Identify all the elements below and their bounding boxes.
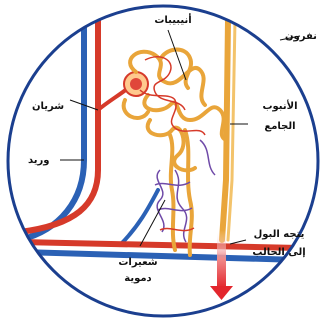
label-collecting-duct-line1: الأنبوب [250, 100, 310, 113]
label-capillaries-line2: دموية [110, 272, 166, 285]
label-capillaries-line1: شعيرات [110, 256, 166, 269]
label-vein: وريد [28, 154, 50, 167]
label-nephron: نفرون [285, 30, 317, 43]
label-collecting-duct-line2: الجامع [250, 120, 310, 133]
label-urine-line1: يتجه البول [244, 228, 314, 241]
label-artery: شريان [32, 100, 64, 113]
circle-background [8, 6, 318, 316]
label-urine-line2: إلى الحالب [244, 246, 314, 259]
label-tubules: أنيبيبات [148, 14, 198, 27]
